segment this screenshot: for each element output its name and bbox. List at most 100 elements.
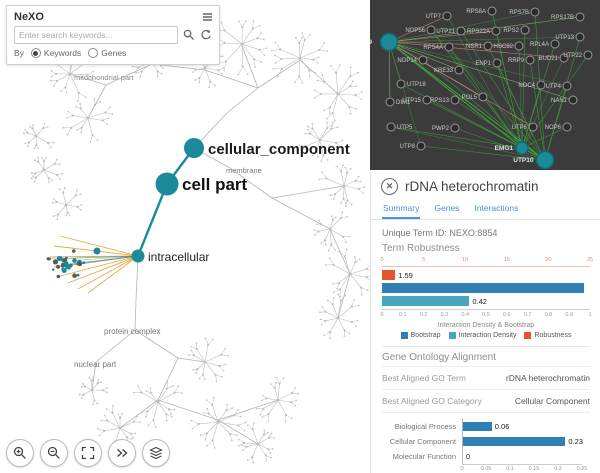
gene-node-NOP14[interactable] [418, 55, 428, 65]
gene-label-NAN1: NAN1 [551, 98, 568, 104]
close-icon[interactable]: ✕ [381, 178, 398, 195]
gene-node-HSC82[interactable] [514, 41, 524, 51]
gene-label-RPS2: RPS2 [503, 28, 519, 34]
gene-label-UTP10: UTP10 [513, 157, 534, 164]
gene-label-EMG1: EMG1 [495, 145, 514, 152]
radio-genes-circle[interactable] [88, 48, 99, 58]
gene-node-UTP15[interactable] [422, 95, 432, 105]
gene-node-RPS13[interactable] [450, 95, 460, 105]
gene-node-UTP10[interactable] [535, 150, 555, 170]
gene-node-RPS8A[interactable] [487, 6, 497, 16]
axis-tick-label: 0.2 [419, 312, 428, 318]
gene-node-UTP13[interactable] [575, 32, 585, 42]
go-chart-value-label: 0 [466, 452, 471, 461]
gene-node-NSR1[interactable] [483, 41, 493, 51]
gene-node-UTP6[interactable] [528, 122, 538, 132]
legend-swatch [400, 332, 408, 339]
axis-tick-label: 0.6 [502, 312, 511, 318]
gene-node-NOP56[interactable] [426, 25, 436, 35]
term-node-cell-part[interactable] [155, 172, 179, 196]
gene-node-RPS7B[interactable] [530, 7, 540, 17]
go-chart-track: 0 [462, 449, 583, 464]
gene-node-NAN1[interactable] [568, 95, 578, 105]
term-node-intracellular[interactable] [131, 249, 145, 263]
gene-node-NOP6[interactable] [562, 122, 572, 132]
tab-summary[interactable]: Summary [382, 201, 421, 219]
gene-node-UTP7[interactable] [442, 11, 452, 21]
layers-button[interactable] [142, 439, 170, 467]
expand-tree-button[interactable] [108, 439, 136, 467]
go-row-value: Cellular Component [514, 396, 590, 406]
gene-node-BUD21[interactable] [559, 53, 569, 63]
gene-node-POL5[interactable] [478, 92, 488, 102]
gene-label-RPS4A: RPS4A [423, 45, 443, 51]
gene-node-RPS4A[interactable] [444, 42, 454, 52]
fit-to-window-button[interactable] [74, 439, 102, 467]
search-input[interactable] [14, 26, 178, 44]
axis-tick-label: 0.8 [544, 312, 553, 318]
gene-node-RPL4A[interactable] [550, 39, 560, 49]
axis-tick-label: 0.9 [565, 312, 574, 318]
gene-node-ENP1[interactable] [492, 58, 502, 68]
axis-tick-label: 0.5 [482, 312, 490, 318]
gene-label-RRP9: RRP9 [508, 58, 525, 64]
gene-node-RPS22A[interactable] [491, 26, 501, 36]
term-node-cellular-component[interactable] [184, 138, 204, 158]
gene-node-RPS17B[interactable] [575, 12, 585, 22]
radio-keywords[interactable]: Keywords [30, 48, 81, 58]
axis-tick-label: 0.3 [440, 312, 449, 318]
legend-swatch [524, 332, 532, 339]
zoom-out-button[interactable] [40, 439, 68, 467]
zoom-in-button[interactable] [6, 439, 34, 467]
panel-menu-icon[interactable] [203, 13, 212, 21]
tab-interactions[interactable]: Interactions [474, 203, 519, 213]
axis-tick-label: 25 [586, 257, 594, 263]
gene-label-KRE33: KRE33 [434, 68, 454, 74]
gene-node-DIM1[interactable] [385, 97, 395, 107]
tree-label-mitochondrial-part: mitochondrial part [74, 73, 135, 82]
gene-node-UTP22[interactable] [583, 50, 593, 60]
gene-node-NOC4[interactable] [536, 80, 546, 90]
app-title: NeXO [14, 11, 44, 23]
gene-node-UTP21[interactable] [456, 26, 466, 36]
top-axis-line [382, 266, 590, 267]
gene-label-POL5: POL5 [462, 95, 478, 101]
ontology-tree-canvas[interactable]: mitochondrial partmembranecellular_compo… [0, 0, 370, 473]
gene-label-UTP21: UTP21 [436, 29, 455, 35]
radio-genes[interactable]: Genes [88, 48, 126, 58]
search-mode-group: By Keywords Genes [14, 48, 212, 58]
gene-node-UTP5[interactable] [386, 122, 396, 132]
gene-node-UTP9[interactable] [379, 32, 399, 52]
tab-genes[interactable]: Genes [434, 203, 460, 213]
term-robustness-section-label: Term Robustness [382, 243, 460, 254]
bar-value-label: 0.42 [472, 296, 487, 306]
axis-tick-label: 0.15 [528, 466, 540, 472]
gene-node-KRE33[interactable] [454, 65, 464, 75]
gene-label-UTP7: UTP7 [426, 14, 442, 20]
go-chart-category-label: Cellular Component [389, 437, 456, 446]
gene-node-UTP8[interactable] [416, 141, 426, 151]
search-icon[interactable] [182, 29, 195, 42]
unique-term-id: Unique Term ID: NEXO:8854 [382, 228, 590, 238]
radio-keywords-circle[interactable] [30, 48, 41, 58]
gene-node-EMG1[interactable] [515, 141, 529, 155]
reset-icon[interactable] [199, 29, 212, 42]
gene-label-ENP1: ENP1 [475, 61, 491, 67]
gene-label-UTP15: UTP15 [402, 98, 421, 104]
gene-node-UTP4[interactable] [562, 81, 572, 91]
zoom-toolbar [6, 439, 170, 467]
gene-node-UTP18[interactable] [396, 79, 406, 89]
bottom-axis-title: Interaction Density & Bootstrap [437, 322, 535, 329]
gene-node-RRP9[interactable] [525, 55, 535, 65]
gene-node-PWP2[interactable] [450, 123, 460, 133]
gene-node-RPS2[interactable] [520, 25, 530, 35]
gene-label-RPS17B: RPS17B [551, 15, 574, 21]
